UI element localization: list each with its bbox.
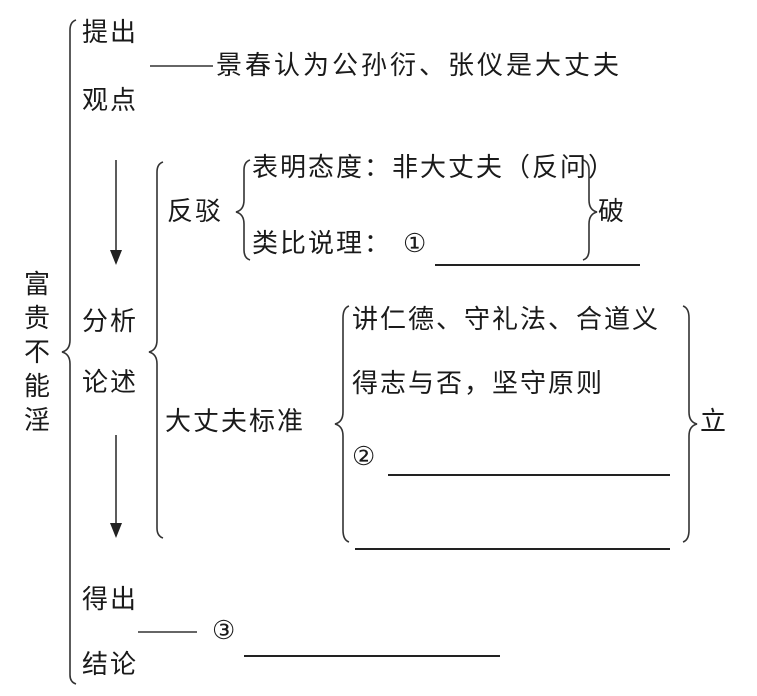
rebuttal-item-2: 类比说理： — [252, 229, 393, 259]
standard-left-brace — [334, 305, 350, 543]
standard-summary: 立 — [700, 407, 729, 437]
blank-3-answer[interactable] — [244, 655, 500, 657]
rebuttal-summary: 破 — [598, 197, 627, 227]
propose-label-1: 提出 — [82, 18, 139, 48]
conclude-label-1: 得出 — [82, 585, 139, 615]
blank-2-answer-line-2[interactable] — [355, 548, 670, 550]
conclude-label-2: 结论 — [82, 650, 139, 680]
arrow-down-1-head — [110, 250, 122, 265]
blank-2-marker: ② — [352, 442, 378, 472]
propose-label-2: 观点 — [82, 86, 139, 116]
analyze-label-2: 论述 — [82, 368, 139, 398]
standard-label: 大丈夫标准 — [165, 407, 306, 437]
blank-1-marker: ① — [403, 229, 429, 259]
rebuttal-left-brace — [235, 159, 251, 261]
blank-2-answer[interactable] — [388, 474, 670, 476]
standard-item-1: 讲仁德、守礼法、合道义 — [352, 305, 661, 335]
analyze-label-1: 分析 — [82, 307, 139, 337]
standard-right-brace — [682, 305, 698, 543]
blank-3-marker: ③ — [212, 616, 238, 646]
root-brace — [61, 19, 77, 685]
arrow-down-2-head — [110, 523, 122, 538]
rebuttal-label: 反驳 — [167, 197, 224, 227]
rebuttal-right-brace — [582, 159, 598, 261]
analyze-brace — [148, 161, 164, 539]
blank-1-answer[interactable] — [435, 264, 640, 266]
propose-content: 景春认为公孙衍、张仪是大丈夫 — [216, 51, 623, 81]
standard-item-2: 得志与否，坚守原则 — [352, 369, 605, 399]
rebuttal-item-1: 表明态度：非大丈夫（反问） — [252, 153, 617, 183]
root-label: 富贵不能淫 — [23, 270, 50, 436]
